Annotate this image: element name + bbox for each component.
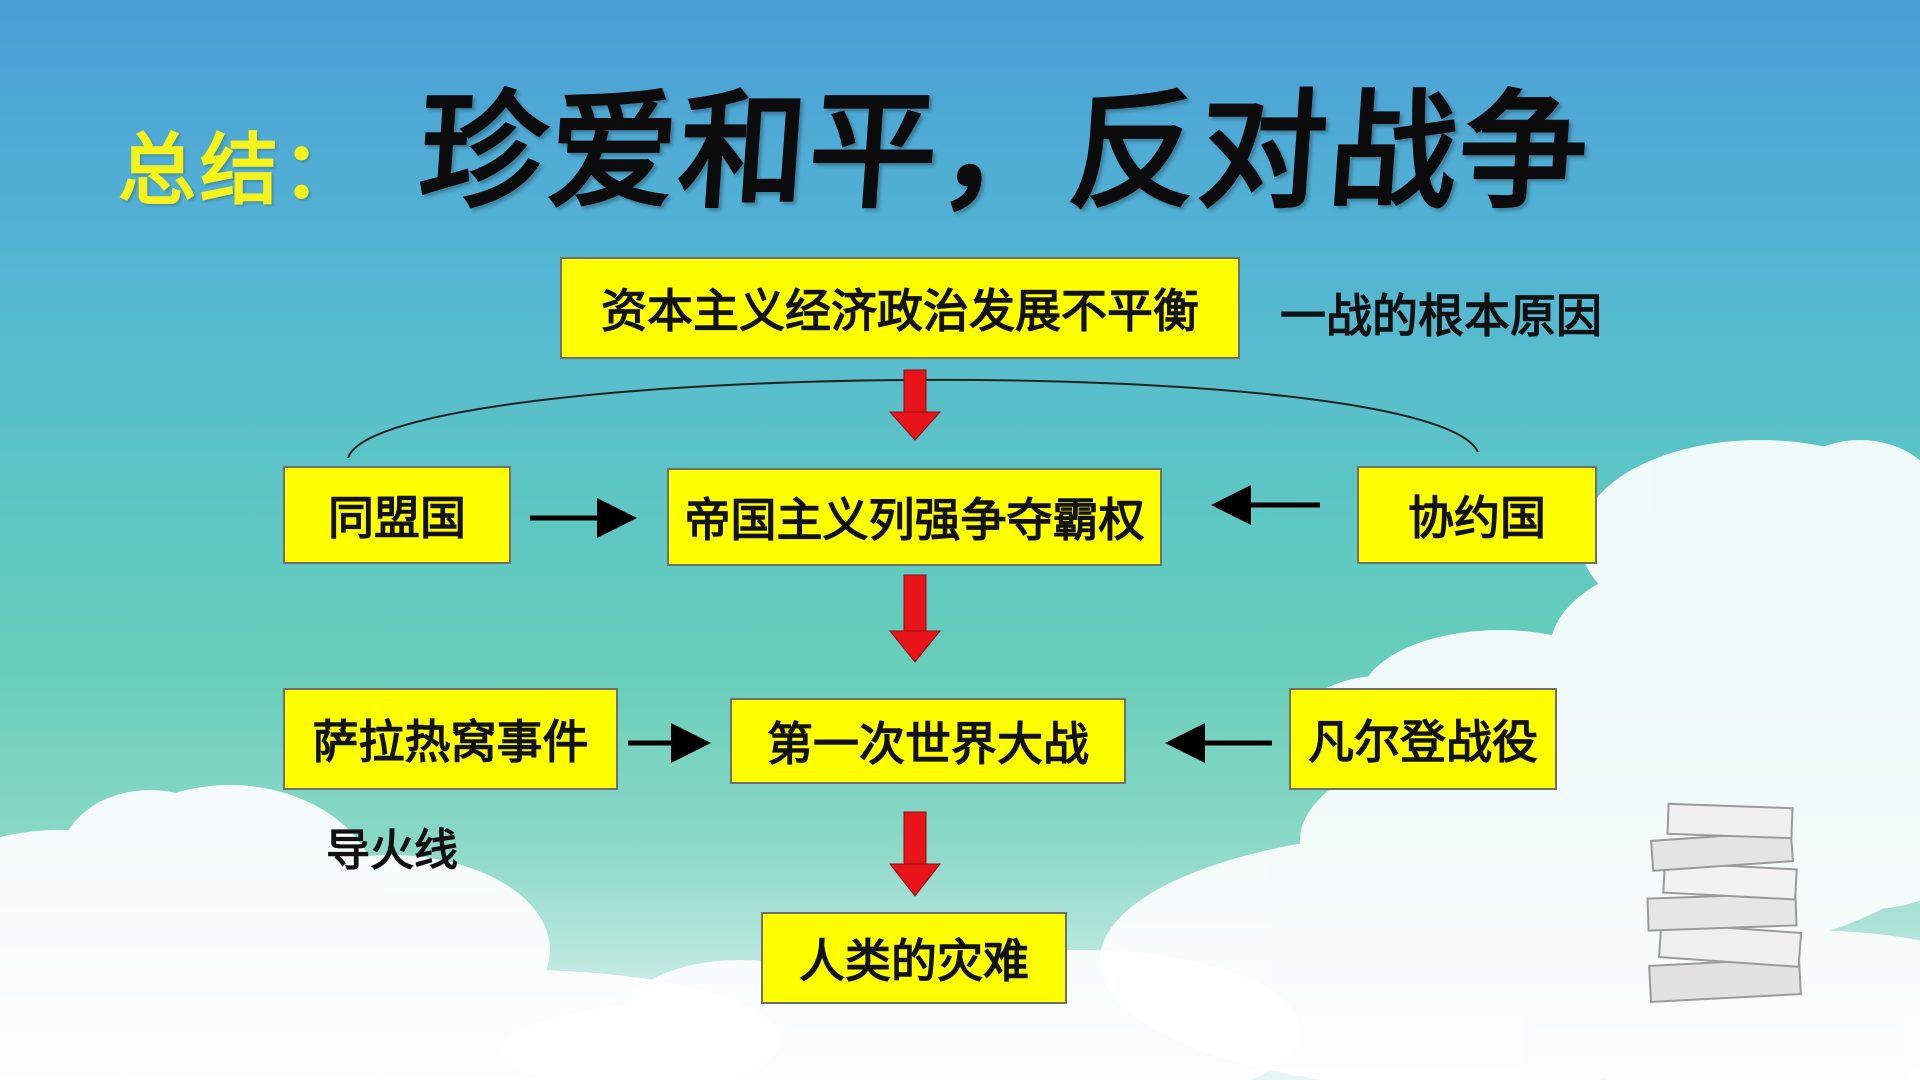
disaster-text: 人类的灾难 <box>799 934 1029 988</box>
root-cause-box: 资本主义经济政治发展不平衡 <box>560 257 1240 359</box>
clouds-bottom-left <box>0 785 780 1080</box>
central-powers-text: 同盟国 <box>328 491 466 545</box>
red-arrow-war-to-disaster <box>888 811 942 897</box>
verdun-text: 凡尔登战役 <box>1308 715 1538 769</box>
central-powers-box: 同盟国 <box>283 466 511 564</box>
disaster-box: 人类的灾难 <box>761 912 1067 1004</box>
verdun-box: 凡尔登战役 <box>1289 688 1557 790</box>
entente-box: 协约国 <box>1357 466 1597 564</box>
summary-label: 总结： <box>118 126 365 216</box>
root-cause-text: 资本主义经济政治发展不平衡 <box>601 284 1199 338</box>
imperialist-struggle-box: 帝国主义列强争夺霸权 <box>667 468 1162 566</box>
ww1-text: 第一次世界大战 <box>767 717 1089 771</box>
title-area: 总结： 珍爱和平，反对战争 <box>0 0 1920 227</box>
red-arrow-cause-to-struggle <box>888 369 942 441</box>
red-arrow-struggle-to-war <box>888 574 942 663</box>
sarajevo-text: 萨拉热窝事件 <box>312 715 589 769</box>
ww1-box: 第一次世界大战 <box>730 698 1126 784</box>
imperialist-struggle-text: 帝国主义列强争夺霸权 <box>684 493 1145 547</box>
root-cause-note: 一战的根本原因 <box>1280 289 1602 343</box>
book-stack-icon <box>1646 802 1803 1003</box>
entente-text: 协约国 <box>1408 491 1546 545</box>
sarajevo-box: 萨拉热窝事件 <box>283 688 618 790</box>
sarajevo-note: 导火线 <box>326 825 458 876</box>
